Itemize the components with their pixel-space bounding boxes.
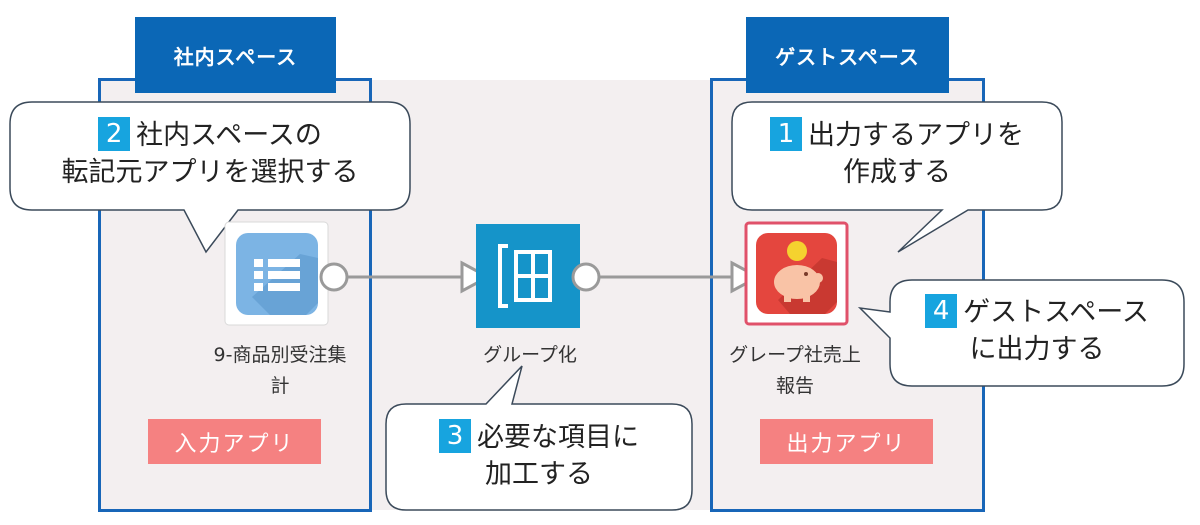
step1-line1: 出力するアプリを [808, 120, 1024, 151]
output-app-label: グレープ社売上 報告 [700, 340, 890, 402]
callout-step1-bubble [731, 101, 1063, 253]
arrow-into-group [460, 260, 492, 294]
input-app-tag: 入力アプリ [148, 419, 321, 464]
step2-badge: 2 [98, 117, 131, 151]
output-app-name-line2: 報告 [775, 375, 814, 397]
group-node-label: グループ化 [483, 344, 577, 366]
step3-line2: 加工する [485, 459, 593, 490]
step4-badge: 4 [925, 294, 958, 328]
step3-line1: 必要な項目に [477, 422, 639, 453]
group-output-port [571, 262, 601, 292]
piggy-bank-icon [744, 221, 849, 326]
step1-line2: 作成する [843, 157, 951, 188]
source-app-label: 9-商品別受注集 計 [185, 340, 375, 402]
output-app-name-line1: グレープ社売上 [729, 344, 861, 366]
step2-line2: 転記元アプリを選択する [61, 157, 359, 188]
step3-badge: 3 [439, 419, 471, 453]
output-app-tag: 出力アプリ [760, 419, 933, 464]
callout-step3-bubble [385, 365, 693, 511]
source-output-port [319, 262, 349, 292]
guest-space-title: ゲストスペース [746, 17, 949, 93]
source-app-name-line2: 計 [270, 375, 290, 397]
internal-space-title: 社内スペース [135, 17, 336, 93]
step4-line1: ゲストスペース [963, 297, 1149, 328]
list-icon [224, 221, 329, 326]
step2-line1: 社内スペースの [136, 120, 322, 151]
step4-line2: に出力する [969, 334, 1105, 365]
source-app-name-line1: 9-商品別受注集 [213, 344, 347, 366]
table-group-icon [476, 224, 580, 328]
step1-badge: 1 [770, 117, 802, 151]
